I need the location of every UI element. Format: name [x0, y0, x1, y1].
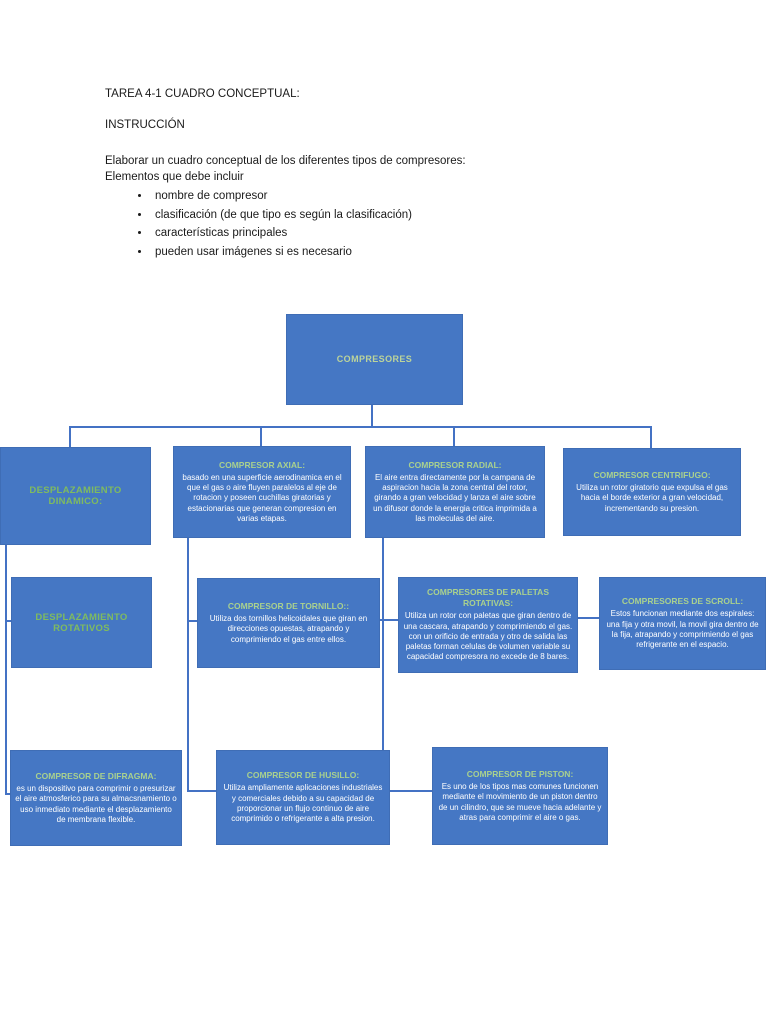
node-title: COMPRESORES DE SCROLL: — [621, 596, 744, 607]
node-title: COMPRESOR DE PISTON: — [466, 768, 574, 779]
page-title: TAREA 4-1 CUADRO CONCEPTUAL: — [105, 88, 300, 100]
node-compresores-paletas-rotativas: COMPRESORES DE PALETAS ROTATIVAS: Utiliz… — [398, 577, 578, 673]
node-description: es un dispositivo para comprimir o presu… — [15, 783, 177, 824]
connector-drop-axial — [260, 426, 262, 447]
node-description: Utiliza dos tornillos helicoidales que g… — [209, 614, 368, 644]
node-description: Utiliza un rotor con paletas que giran d… — [403, 611, 573, 662]
list-item: características principales — [151, 224, 705, 243]
connector-radial-chain — [382, 537, 384, 751]
connector-drop-dinamico — [69, 426, 71, 448]
connector-row2-horizontal — [69, 426, 652, 428]
node-desplazamiento-rotativos: DESPLAZAMIENTO ROTATIVOS — [11, 577, 152, 668]
list-item: clasificación (de que tipo es según la c… — [151, 206, 705, 225]
intro-line-1: Elaborar un cuadro conceptual de los dif… — [105, 155, 466, 167]
connector-tick-tornillo — [187, 620, 198, 622]
requirements-list: nombre de compresor clasificación (de qu… — [105, 187, 705, 261]
node-description: Estos funcionan mediante dos espirales: … — [606, 609, 759, 650]
node-compresor-husillo: COMPRESOR DE HUSILLO: Utiliza ampliament… — [216, 750, 390, 845]
connector-to-husillo — [187, 790, 217, 792]
node-compresores-scroll: COMPRESORES DE SCROLL: Estos funcionan m… — [599, 577, 766, 670]
node-compresor-piston: COMPRESOR DE PISTON: Es uno de los tipos… — [432, 747, 608, 845]
node-compresor-axial: COMPRESOR AXIAL: basado en una superfici… — [173, 446, 351, 538]
connector-tornillo-paletas — [379, 619, 399, 621]
list-item: nombre de compresor — [151, 187, 705, 206]
node-title: COMPRESOR CENTRIFUGO: — [593, 470, 711, 481]
node-title: COMPRESOR DE DIFRAGMA: — [35, 770, 157, 781]
connector-drop-radial — [453, 426, 455, 447]
node-title: COMPRESORES — [336, 354, 413, 364]
connector-dinamico-chain — [5, 545, 7, 795]
node-description: Utiliza ampliamente aplicaciones industr… — [223, 783, 383, 824]
node-description: Es uno de los tipos mas comunes funcione… — [438, 781, 602, 822]
connector-root-down — [371, 404, 373, 427]
connector-paletas-scroll — [578, 617, 600, 619]
node-compresor-difragma: COMPRESOR DE DIFRAGMA: es un dispositivo… — [10, 750, 182, 846]
node-title: DESPLAZAMIENTO DINAMICO: — [29, 485, 122, 507]
node-title: DESPLAZAMIENTO ROTATIVOS — [35, 611, 128, 634]
node-description: Utiliza un rotor giratorio que expulsa e… — [576, 483, 728, 513]
node-title: COMPRESOR DE HUSILLO: — [246, 770, 360, 781]
node-compresores: COMPRESORES — [286, 314, 463, 405]
node-title: COMPRESOR RADIAL: — [408, 459, 502, 470]
connector-tick-difragma — [5, 793, 11, 795]
node-title: COMPRESOR AXIAL: — [218, 459, 306, 470]
connector-axial-chain — [187, 537, 189, 792]
connector-drop-centrifugo — [650, 426, 652, 448]
connector-husillo-piston — [390, 790, 433, 792]
node-description: basado en una superficie aerodinamica en… — [182, 472, 342, 523]
node-description: El aire entra directamente por la campan… — [373, 472, 537, 523]
intro-line-2: Elementos que debe incluir — [105, 171, 244, 183]
node-title: COMPRESOR DE TORNILLO:: — [227, 601, 350, 612]
list-item: pueden usar imágenes si es necesario — [151, 243, 705, 262]
connector-tick-rotativos — [5, 620, 12, 622]
node-compresor-tornillo: COMPRESOR DE TORNILLO:: Utiliza dos torn… — [197, 578, 380, 668]
instruction-heading: INSTRUCCIÓN — [105, 119, 185, 131]
node-title: COMPRESORES DE PALETAS ROTATIVAS: — [426, 587, 549, 609]
node-desplazamiento-dinamico: DESPLAZAMIENTO DINAMICO: — [0, 447, 151, 545]
node-compresor-centrifugo: COMPRESOR CENTRIFUGO: Utiliza un rotor g… — [563, 448, 741, 536]
document-header: TAREA 4-1 CUADRO CONCEPTUAL: INSTRUCCIÓN… — [105, 88, 705, 261]
node-compresor-radial: COMPRESOR RADIAL: El aire entra directam… — [365, 446, 545, 538]
